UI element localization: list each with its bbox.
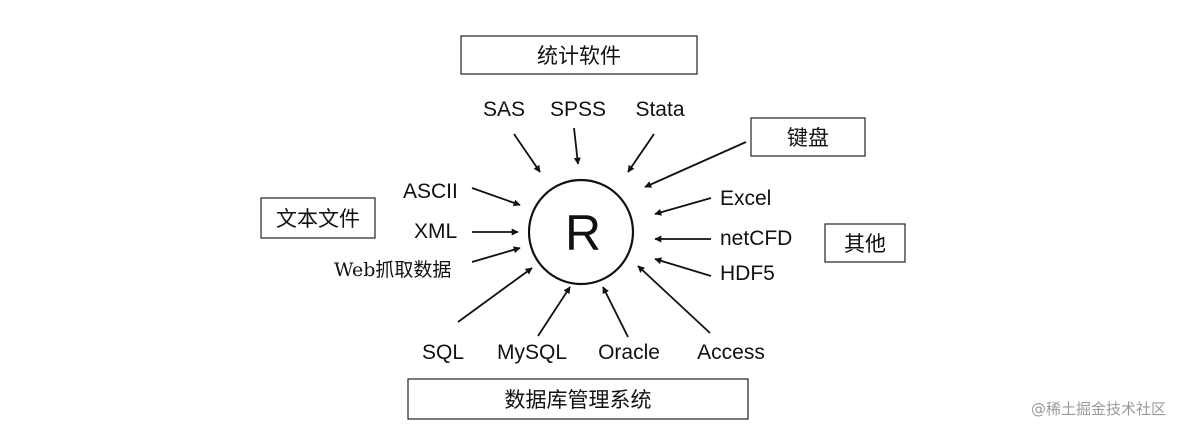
arrow-access <box>637 265 711 334</box>
arrow-stata <box>627 133 655 173</box>
text-files-group-title: 文本文件 <box>276 207 360 231</box>
center-circle <box>527 178 635 286</box>
source-label-spss: SPSS <box>550 98 606 121</box>
keyboard-group-title: 键盘 <box>787 126 829 150</box>
source-label-oracle: Oracle <box>598 341 660 364</box>
dbms-group-box: 数据库管理系统 <box>407 378 749 420</box>
arrow-hdf5 <box>654 257 712 277</box>
source-label-excel: Excel <box>720 187 771 210</box>
arrow-sql <box>457 267 533 323</box>
arrow-mysql <box>537 286 571 337</box>
source-label-access: Access <box>697 341 765 364</box>
source-label-netcfd: netCFD <box>720 227 792 250</box>
arrow-excel <box>654 197 712 216</box>
source-label-ascii: ASCII <box>403 180 458 203</box>
source-label-mysql: MySQL <box>497 341 567 364</box>
center-label: R <box>565 205 601 261</box>
arrow-ascii <box>471 187 521 207</box>
other-group-title: 其他 <box>844 232 886 256</box>
source-label-stata: Stata <box>635 98 684 121</box>
watermark-text: @稀土掘金技术社区 <box>1031 400 1166 418</box>
dbms-group-title: 数据库管理系统 <box>505 388 652 412</box>
stats-group-box: 统计软件 <box>460 35 698 75</box>
other-group-box: 其他 <box>824 223 906 263</box>
source-label-web-scraped: Web抓取数据 <box>334 259 451 281</box>
arrow-sas <box>513 133 541 173</box>
stats-group-title: 统计软件 <box>537 44 621 68</box>
keyboard-group-box: 键盘 <box>750 117 866 157</box>
source-label-sas: SAS <box>483 98 525 121</box>
arrow-oracle <box>602 286 629 338</box>
source-label-xml: XML <box>414 220 457 243</box>
source-label-hdf5: HDF5 <box>720 262 775 285</box>
arrow-spss <box>573 127 581 165</box>
text-files-group-box: 文本文件 <box>260 197 376 239</box>
arrow-web-scraped <box>471 246 521 263</box>
arrow-keyboard <box>644 141 747 188</box>
source-label-sql: SQL <box>422 341 464 364</box>
